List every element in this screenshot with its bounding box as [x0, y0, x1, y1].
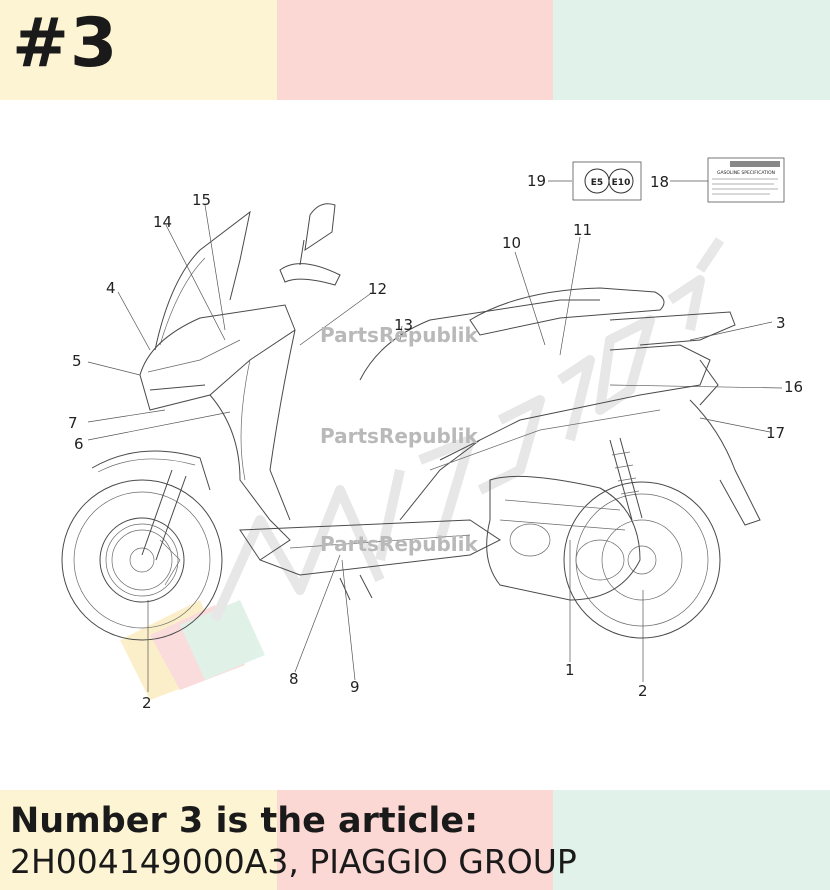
header-band-yellow: [0, 0, 277, 100]
callout-13: 13: [394, 316, 413, 334]
fuel-spec-heading: GASOLINE SPECIFICATION: [717, 170, 775, 176]
callout-5: 5: [72, 352, 82, 370]
caption-band: [0, 790, 830, 890]
partsrepublik-watermarks: PartsRepublik PartsRepublik PartsRepubli…: [320, 323, 478, 556]
callout-9: 9: [350, 678, 360, 696]
callout-6: 6: [74, 435, 84, 453]
callout-2-front: 2: [142, 694, 152, 712]
callout-7: 7: [68, 414, 78, 432]
callout-3: 3: [776, 314, 786, 332]
brand-watermark-graphic: [120, 237, 725, 700]
callout-19: 19: [527, 172, 546, 190]
badge-e5: E5: [591, 178, 603, 188]
callout-12: 12: [368, 280, 387, 298]
caption-part-number: 2H004149000A3, PIAGGIO GROUP: [10, 842, 577, 881]
callout-8: 8: [289, 670, 299, 688]
label-19-emission-decal: E5 E10: [572, 161, 642, 201]
scooter-drawing: [61, 203, 761, 641]
callout-17: 17: [766, 424, 785, 442]
callout-10: 10: [502, 234, 521, 252]
caption-heading: Number 3 is the article:: [10, 801, 479, 841]
parts-diagram: E5 E10 GASOLINE SPECIFICATION 1 2 2: [61, 157, 803, 712]
leader-lines: [87, 180, 783, 692]
caption-band-green: [553, 790, 830, 890]
caption-band-pink: [277, 790, 553, 890]
badge-e10: E10: [612, 178, 631, 188]
callout-16: 16: [784, 378, 803, 396]
header-band-pink: [277, 0, 553, 100]
watermark-1: PartsRepublik: [320, 323, 478, 347]
watermark-2: PartsRepublik: [320, 424, 478, 448]
callout-18: 18: [650, 173, 669, 191]
item-number-title: #3: [12, 4, 119, 83]
callout-11: 11: [573, 221, 592, 239]
watermark-3: PartsRepublik: [320, 532, 478, 556]
caption-band-yellow: [0, 790, 277, 890]
label-18-fuel-decal: GASOLINE SPECIFICATION: [707, 157, 785, 203]
callout-2-rear: 2: [638, 682, 648, 700]
callout-14: 14: [153, 213, 172, 231]
callout-1: 1: [565, 661, 575, 679]
callout-numbers: 1 2 2 3 4 5 6 7 8 9 10 11 12 13 14 15 16…: [68, 172, 803, 712]
callout-15: 15: [192, 191, 211, 209]
header-band-green: [553, 0, 830, 100]
callout-4: 4: [106, 279, 116, 297]
header-band: [0, 0, 830, 100]
